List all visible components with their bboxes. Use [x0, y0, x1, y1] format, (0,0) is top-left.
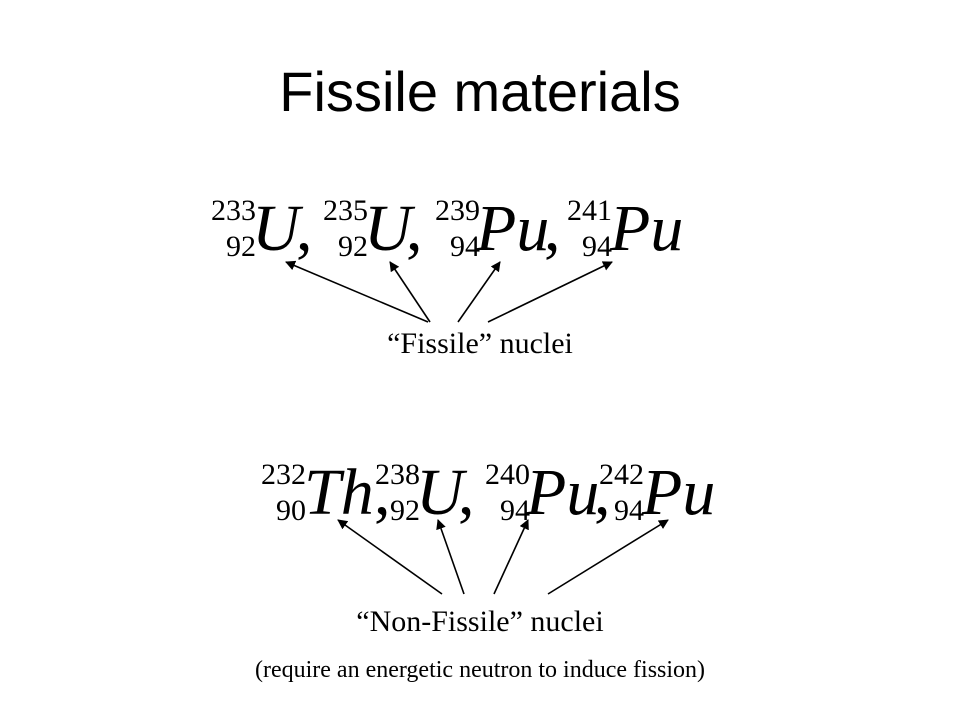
- fissile-formula-row: 233 92 U , 235 92 U , 239 94 Pu , 241 94…: [0, 188, 960, 278]
- separator: ,: [544, 192, 561, 265]
- separator: ,: [594, 456, 611, 529]
- non-fissile-formula-row: 232 90 Th , 238 92 U , 240 94 Pu , 242 9…: [0, 452, 960, 542]
- element-symbol: U: [416, 456, 464, 529]
- atomic-number: 92: [390, 494, 420, 527]
- mass-number: 239: [435, 194, 480, 227]
- element-symbol: Pu: [642, 456, 716, 529]
- separator: ,: [406, 192, 423, 265]
- fissile-label: “Fissile” nuclei: [387, 327, 573, 360]
- atomic-number: 94: [450, 230, 480, 263]
- mass-number: 242: [599, 458, 644, 491]
- non-fissile-note: (require an energetic neutron to induce …: [254, 657, 706, 683]
- mass-number: 240: [485, 458, 530, 491]
- mass-number: 233: [211, 194, 256, 227]
- atomic-number: 94: [582, 230, 612, 263]
- atomic-number: 90: [276, 494, 306, 527]
- atomic-number: 92: [226, 230, 256, 263]
- atomic-number: 92: [338, 230, 368, 263]
- mass-number: 232: [261, 458, 306, 491]
- element-symbol: Pu: [526, 456, 600, 529]
- element-symbol: Pu: [610, 192, 684, 265]
- mass-number: 235: [323, 194, 368, 227]
- atomic-number: 94: [500, 494, 530, 527]
- slide-title: Fissile materials: [279, 60, 681, 123]
- mass-number: 241: [567, 194, 612, 227]
- non-fissile-label: “Non-Fissile” nuclei: [356, 605, 604, 638]
- separator: ,: [296, 192, 313, 265]
- separator: ,: [374, 456, 391, 529]
- element-symbol: U: [364, 192, 412, 265]
- atomic-number: 94: [614, 494, 644, 527]
- element-symbol: U: [252, 192, 300, 265]
- separator: ,: [458, 456, 475, 529]
- element-symbol: Pu: [476, 192, 550, 265]
- element-symbol: Th: [304, 456, 374, 529]
- mass-number: 238: [375, 458, 420, 491]
